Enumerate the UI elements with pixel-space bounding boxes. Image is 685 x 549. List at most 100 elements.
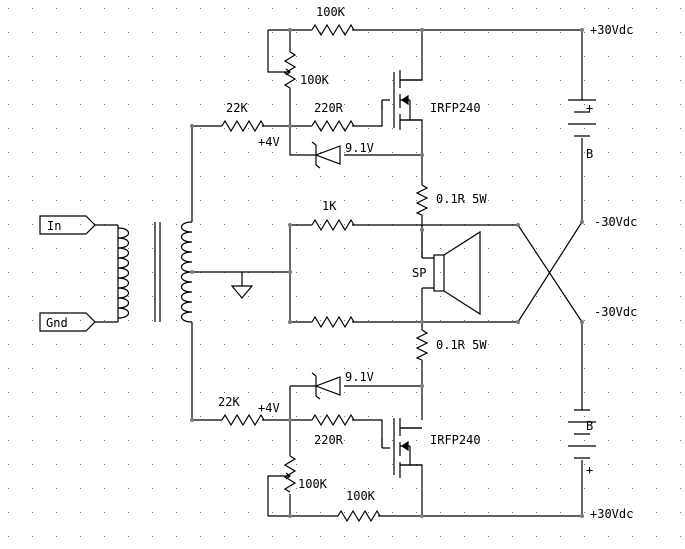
- grid-dot: [32, 200, 33, 201]
- grid-dot: [344, 56, 345, 57]
- grid-dot: [440, 416, 441, 417]
- grid-dot: [656, 200, 657, 201]
- grid-dot: [656, 176, 657, 177]
- grid-dot: [32, 80, 33, 81]
- grid-dot: [464, 128, 465, 129]
- grid-dot: [56, 128, 57, 129]
- grid-dot: [56, 512, 57, 513]
- grid-dot: [368, 248, 369, 249]
- grid-dot: [176, 176, 177, 177]
- resistors: [221, 23, 429, 523]
- grid-dot: [656, 32, 657, 33]
- grid-dot: [104, 104, 105, 105]
- grid-dot: [32, 128, 33, 129]
- grid-dot: [440, 248, 441, 249]
- label-r-top-feedback: 100K: [316, 5, 346, 19]
- grid-dot: [8, 8, 9, 9]
- grid-dot: [368, 80, 369, 81]
- grid-dot: [608, 176, 609, 177]
- grid-dot: [440, 200, 441, 201]
- grid-dot: [56, 56, 57, 57]
- grid-dot: [488, 464, 489, 465]
- grid-dot: [248, 224, 249, 225]
- grid-dot: [488, 104, 489, 105]
- grid-dot: [248, 344, 249, 345]
- grid-dot: [56, 152, 57, 153]
- grid-dot: [320, 368, 321, 369]
- grid-dot: [104, 32, 105, 33]
- grid-dot: [608, 104, 609, 105]
- grid-dot: [296, 152, 297, 153]
- grid-dot: [584, 488, 585, 489]
- grid-dot: [656, 440, 657, 441]
- grid-dot: [560, 104, 561, 105]
- grid-dot: [128, 392, 129, 393]
- grid-dot: [104, 416, 105, 417]
- grid-dot: [560, 488, 561, 489]
- grid-dot: [512, 368, 513, 369]
- resistor-22k-top: [221, 119, 265, 133]
- grid-dot: [440, 440, 441, 441]
- zener-bottom: [311, 372, 341, 400]
- grid-dot: [128, 416, 129, 417]
- grid-dot: [488, 440, 489, 441]
- grid-dot: [344, 296, 345, 297]
- grid-dot: [320, 224, 321, 225]
- grid-dot: [584, 128, 585, 129]
- grid-dot: [272, 152, 273, 153]
- grid-dot: [464, 104, 465, 105]
- grid-dot: [392, 344, 393, 345]
- grid-dot: [440, 296, 441, 297]
- grid-dot: [368, 488, 369, 489]
- grid-dot: [176, 536, 177, 537]
- grid-dot: [560, 248, 561, 249]
- resistor-22k-bottom: [221, 413, 265, 427]
- grid-dot: [344, 32, 345, 33]
- grid-dot: [680, 104, 681, 105]
- grid-dot: [416, 488, 417, 489]
- grid-dot: [488, 128, 489, 129]
- grid-dot: [344, 512, 345, 513]
- grid-dot: [584, 32, 585, 33]
- grid-dot: [344, 392, 345, 393]
- grid-dot: [8, 272, 9, 273]
- grid-dot: [56, 8, 57, 9]
- grid-dot: [608, 248, 609, 249]
- grid-dot: [560, 536, 561, 537]
- grid-dot: [152, 104, 153, 105]
- grid-dot: [32, 224, 33, 225]
- grid-dot: [584, 440, 585, 441]
- grid-dot: [680, 320, 681, 321]
- grid-dot: [560, 152, 561, 153]
- grid-dot: [368, 392, 369, 393]
- grid-dot: [56, 272, 57, 273]
- grid-dot: [632, 440, 633, 441]
- grid-dot: [368, 272, 369, 273]
- grid-dot: [248, 464, 249, 465]
- grid-dot: [512, 152, 513, 153]
- grid-dot: [272, 344, 273, 345]
- grid-dot: [392, 512, 393, 513]
- grid-dot: [632, 344, 633, 345]
- grid-dot: [56, 440, 57, 441]
- grid-dot: [176, 464, 177, 465]
- grid-dot: [536, 200, 537, 201]
- grid-dot: [80, 320, 81, 321]
- grid-dot: [8, 32, 9, 33]
- label-battery-bottom-plus: +: [586, 463, 593, 477]
- grid-dot: [416, 200, 417, 201]
- grid-dot: [344, 464, 345, 465]
- grid-dot: [536, 248, 537, 249]
- grid-dot: [200, 224, 201, 225]
- grid-dot: [512, 464, 513, 465]
- grid-dot: [104, 56, 105, 57]
- grid-dot: [656, 488, 657, 489]
- grid-dot: [272, 488, 273, 489]
- grid-dot: [200, 152, 201, 153]
- grid-dot: [440, 464, 441, 465]
- grid-dot: [680, 8, 681, 9]
- label-r-gate-bottom: 220R: [314, 433, 344, 447]
- grid-dot: [80, 248, 81, 249]
- grid-dot: [656, 344, 657, 345]
- grid-dot: [368, 8, 369, 9]
